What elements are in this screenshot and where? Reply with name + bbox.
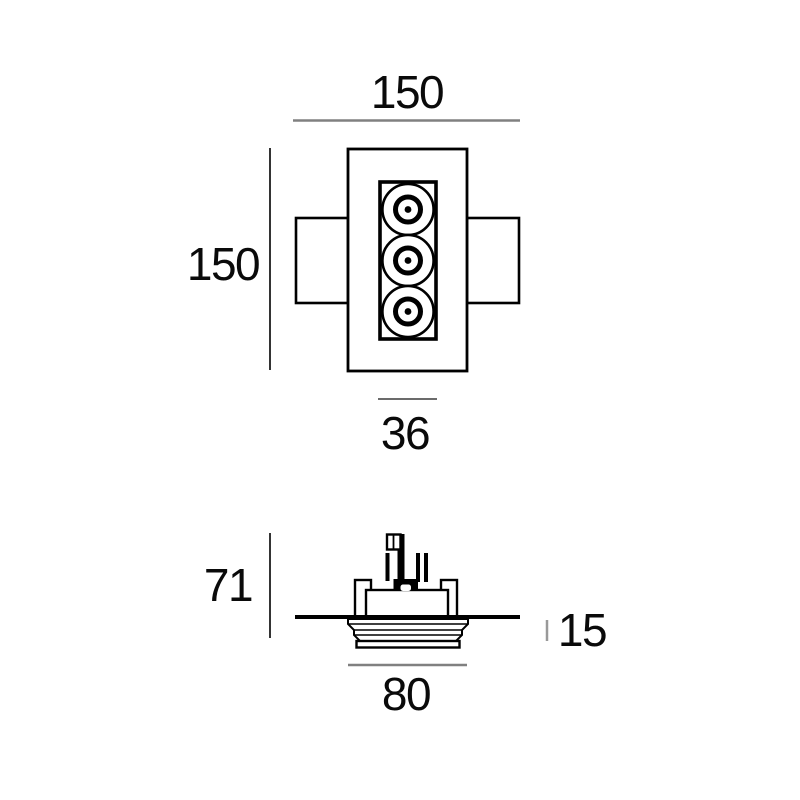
spotlight-lens-3 bbox=[381, 284, 435, 339]
wire-pin-left bbox=[385, 553, 390, 581]
left-mounting-wing bbox=[294, 216, 350, 305]
connector-assembly bbox=[385, 533, 428, 591]
wire-pin-right-1 bbox=[416, 553, 420, 582]
side-view bbox=[269, 533, 549, 667]
spotlight-lens-2 bbox=[381, 233, 435, 288]
trim-bottom-lip bbox=[355, 639, 461, 649]
terminal-block-slot bbox=[400, 584, 411, 591]
trim-profile bbox=[347, 618, 469, 649]
right-mounting-wing bbox=[465, 216, 521, 305]
lens-2-led-dot bbox=[404, 257, 412, 264]
dim-label-overall-width: 150 bbox=[370, 66, 445, 118]
connector-post bbox=[397, 534, 405, 589]
fixture-body bbox=[364, 588, 450, 620]
dim-label-trim-width: 80 bbox=[381, 668, 432, 720]
wire-pin-right-2 bbox=[424, 553, 428, 582]
dim-label-recessed-height: 71 bbox=[203, 559, 254, 611]
dim-label-lens-strip-width: 36 bbox=[380, 407, 431, 459]
top-view bbox=[269, 119, 521, 400]
dim-label-overall-height: 150 bbox=[186, 238, 261, 290]
lens-3-led-dot bbox=[404, 308, 412, 315]
lens-1-led-dot bbox=[404, 206, 412, 213]
dim-label-trim-height: 15 bbox=[557, 604, 608, 656]
spotlight-lens-1 bbox=[381, 182, 435, 237]
